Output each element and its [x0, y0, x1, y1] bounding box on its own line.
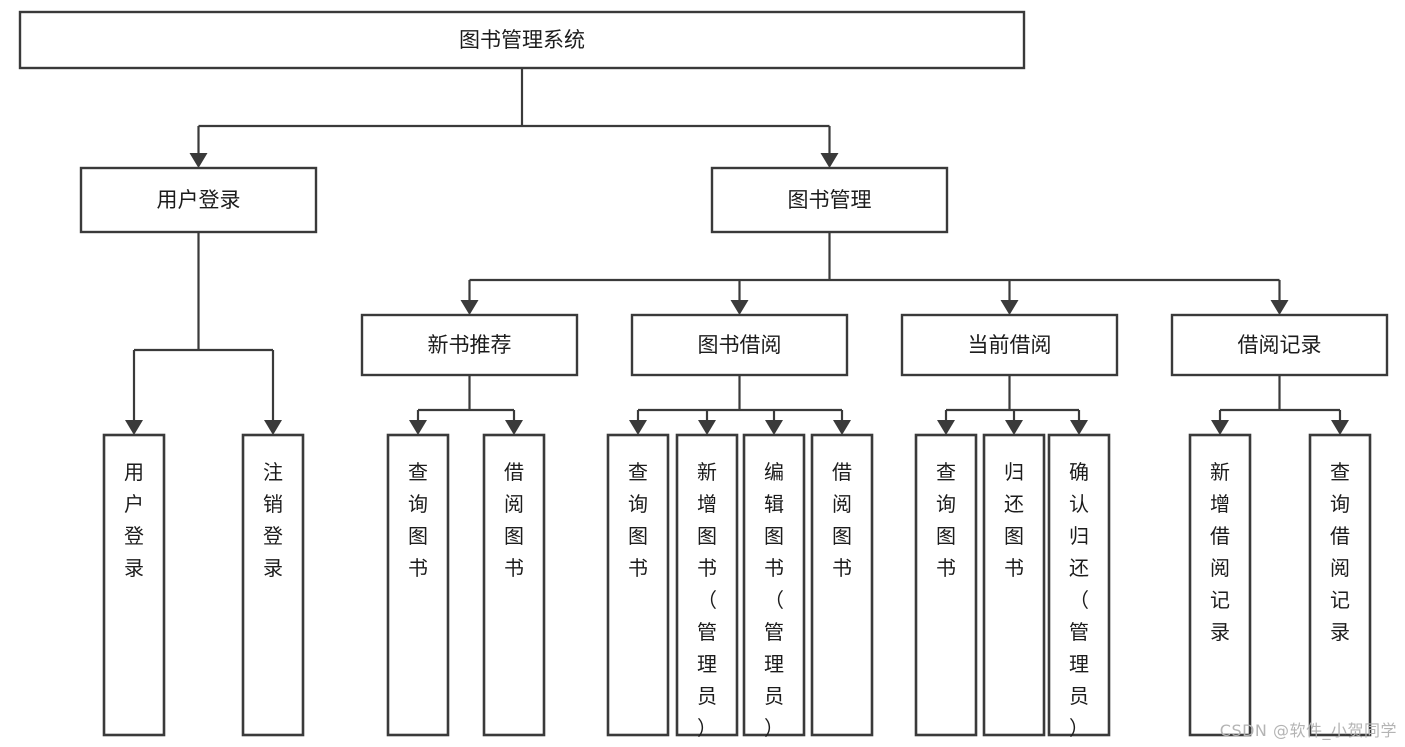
node-box-leaf-current-return-book[interactable]	[982, 433, 1046, 737]
node-box-leaf-borrow-add-book[interactable]	[675, 433, 739, 737]
node-leaf-user-login[interactable]: 用户登录	[102, 433, 166, 737]
node-label-leaf-borrow-add-book: 新增图书（管理员）	[697, 460, 717, 740]
node-label-leaf-recommend-borrow-book: 借阅图书	[504, 460, 524, 580]
node-box-current-borrow[interactable]	[900, 313, 1119, 377]
node-new-book-recommend[interactable]: 新书推荐	[360, 313, 579, 377]
node-book-manage[interactable]: 图书管理	[710, 166, 949, 234]
arrow-head-icon	[698, 420, 716, 435]
node-box-leaf-current-query-book[interactable]	[914, 433, 978, 737]
arrow-head-icon	[820, 153, 839, 168]
node-box-leaf-borrow-borrow-book[interactable]	[810, 433, 874, 737]
edge-group-current-borrow	[937, 375, 1088, 435]
node-leaf-current-return-book[interactable]: 归还图书	[982, 433, 1046, 737]
node-label-leaf-recommend-query-book: 查询图书	[408, 460, 428, 580]
edge-group-user-login	[125, 232, 282, 435]
edge-group-book-borrow	[629, 375, 851, 435]
node-label-leaf-current-query-book: 查询图书	[936, 460, 956, 580]
edge-group-book-manage	[460, 232, 1289, 315]
node-box-root[interactable]	[18, 10, 1026, 70]
node-label-leaf-borrow-edit-book: 编辑图书（管理员）	[764, 460, 784, 740]
arrow-head-icon	[833, 420, 851, 435]
node-leaf-recommend-borrow-book[interactable]: 借阅图书	[482, 433, 546, 737]
node-box-leaf-user-logout[interactable]	[241, 433, 305, 737]
node-box-leaf-current-confirm-return[interactable]	[1047, 433, 1111, 737]
node-leaf-record-query[interactable]: 查询借阅记录	[1308, 433, 1372, 737]
node-label-leaf-borrow-query-book: 查询图书	[628, 460, 648, 580]
arrow-head-icon	[1070, 420, 1088, 435]
arrow-head-icon	[937, 420, 955, 435]
node-box-leaf-record-query[interactable]	[1308, 433, 1372, 737]
node-box-borrow-record[interactable]	[1170, 313, 1389, 377]
arrow-head-icon	[409, 420, 427, 435]
node-label-book-borrow: 图书借阅	[698, 333, 782, 357]
node-label-user-login: 用户登录	[157, 188, 241, 212]
arrow-head-icon	[125, 420, 143, 435]
arrow-head-icon	[765, 420, 783, 435]
node-box-leaf-recommend-borrow-book[interactable]	[482, 433, 546, 737]
node-label-leaf-current-return-book: 归还图书	[1004, 460, 1024, 580]
arrow-head-icon	[1005, 420, 1023, 435]
arrow-head-icon	[264, 420, 282, 435]
arrow-head-icon	[1000, 300, 1019, 315]
node-box-leaf-borrow-edit-book[interactable]	[742, 433, 806, 737]
node-label-leaf-user-logout: 注销登录	[263, 460, 283, 580]
node-box-book-borrow[interactable]	[630, 313, 849, 377]
arrow-head-icon	[730, 300, 749, 315]
node-box-leaf-user-login[interactable]	[102, 433, 166, 737]
node-user-login[interactable]: 用户登录	[79, 166, 318, 234]
node-label-leaf-record-query: 查询借阅记录	[1330, 460, 1350, 644]
node-layer: 图书管理系统用户登录图书管理新书推荐图书借阅当前借阅借阅记录用户登录注销登录查询…	[18, 10, 1389, 740]
node-current-borrow[interactable]: 当前借阅	[900, 313, 1119, 377]
node-label-leaf-current-confirm-return: 确认归还（管理员）	[1069, 460, 1089, 740]
node-label-current-borrow: 当前借阅	[968, 333, 1052, 357]
node-box-leaf-recommend-query-book[interactable]	[386, 433, 450, 737]
node-label-book-manage: 图书管理	[788, 188, 872, 212]
edge-group-new-book-recommend	[409, 375, 523, 435]
arrow-head-icon	[1331, 420, 1349, 435]
node-label-leaf-borrow-borrow-book: 借阅图书	[832, 460, 852, 580]
node-label-leaf-user-login: 用户登录	[124, 460, 144, 580]
node-label-leaf-record-add: 新增借阅记录	[1210, 460, 1230, 644]
node-box-new-book-recommend[interactable]	[360, 313, 579, 377]
node-root[interactable]: 图书管理系统	[18, 10, 1026, 70]
node-leaf-current-query-book[interactable]: 查询图书	[914, 433, 978, 737]
node-box-book-manage[interactable]	[710, 166, 949, 234]
arrow-head-icon	[1270, 300, 1289, 315]
node-label-root: 图书管理系统	[459, 28, 585, 52]
node-leaf-borrow-edit-book[interactable]: 编辑图书（管理员）	[742, 433, 806, 740]
edge-group-borrow-record	[1211, 375, 1349, 435]
node-book-borrow[interactable]: 图书借阅	[630, 313, 849, 377]
node-box-user-login[interactable]	[79, 166, 318, 234]
node-leaf-record-add[interactable]: 新增借阅记录	[1188, 433, 1252, 737]
node-borrow-record[interactable]: 借阅记录	[1170, 313, 1389, 377]
node-label-borrow-record: 借阅记录	[1238, 333, 1322, 357]
edge-group-root	[189, 68, 839, 168]
arrow-head-icon	[505, 420, 523, 435]
node-leaf-recommend-query-book[interactable]: 查询图书	[386, 433, 450, 737]
arrow-head-icon	[1211, 420, 1229, 435]
arrow-head-icon	[629, 420, 647, 435]
node-leaf-borrow-add-book[interactable]: 新增图书（管理员）	[675, 433, 739, 740]
node-box-leaf-record-add[interactable]	[1188, 433, 1252, 737]
connector-layer	[125, 68, 1349, 435]
arrow-head-icon	[189, 153, 208, 168]
node-leaf-borrow-borrow-book[interactable]: 借阅图书	[810, 433, 874, 737]
node-label-new-book-recommend: 新书推荐	[428, 333, 512, 357]
node-box-leaf-borrow-query-book[interactable]	[606, 433, 670, 737]
node-leaf-borrow-query-book[interactable]: 查询图书	[606, 433, 670, 737]
node-leaf-user-logout[interactable]: 注销登录	[241, 433, 305, 737]
node-leaf-current-confirm-return[interactable]: 确认归还（管理员）	[1047, 433, 1111, 740]
arrow-head-icon	[460, 300, 479, 315]
